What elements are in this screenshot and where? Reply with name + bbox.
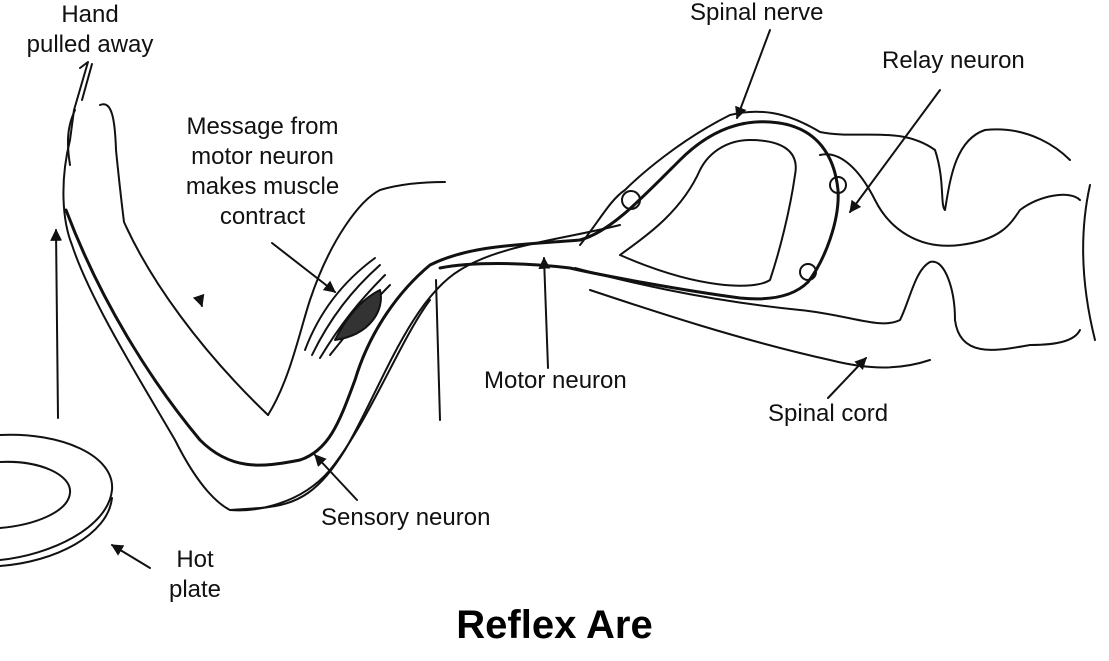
label-line: Hand bbox=[61, 1, 119, 28]
label-hot-plate: Hot plate bbox=[155, 545, 235, 605]
pointer-hot-plate bbox=[110, 544, 151, 569]
pointer-spinal-nerve bbox=[735, 29, 771, 120]
label-spinal-nerve: Spinal nerve bbox=[690, 0, 824, 26]
neuron-pathway bbox=[64, 120, 840, 467]
pointer-sensory-neuron bbox=[314, 454, 358, 501]
label-line: motor neuron bbox=[191, 143, 334, 170]
label-line: Message from bbox=[186, 113, 339, 140]
label-motor-neuron: Motor neuron bbox=[484, 367, 627, 394]
diagram-title: Reflex Are bbox=[456, 603, 653, 647]
label-line: Hot bbox=[176, 546, 214, 573]
hot-plate-shape bbox=[0, 433, 114, 567]
muscle bbox=[304, 257, 391, 359]
label-message-from-motor-neuron: Message from motor neuron makes muscle c… bbox=[160, 112, 365, 232]
label-line: contract bbox=[219, 203, 306, 230]
pointer-spinal-cord bbox=[827, 357, 867, 399]
upward-arrow bbox=[50, 228, 63, 419]
label-line: pulled away bbox=[26, 31, 154, 58]
spinal-cord-outline bbox=[574, 110, 1096, 369]
label-line: plate bbox=[168, 576, 222, 603]
label-sensory-neuron: Sensory neuron bbox=[321, 504, 491, 531]
ganglion-circles bbox=[621, 176, 847, 281]
label-line: makes muscle bbox=[185, 173, 340, 200]
pointer-relay-neuron bbox=[849, 89, 941, 213]
pointer-message bbox=[271, 242, 336, 293]
label-hand-pulled-away: Hand pulled away bbox=[10, 0, 170, 60]
arm-outline bbox=[62, 61, 621, 512]
label-spinal-cord: Spinal cord bbox=[768, 400, 889, 427]
label-relay-neuron: Relay neuron bbox=[882, 47, 1025, 74]
pointer-motor-neuron bbox=[538, 256, 551, 369]
